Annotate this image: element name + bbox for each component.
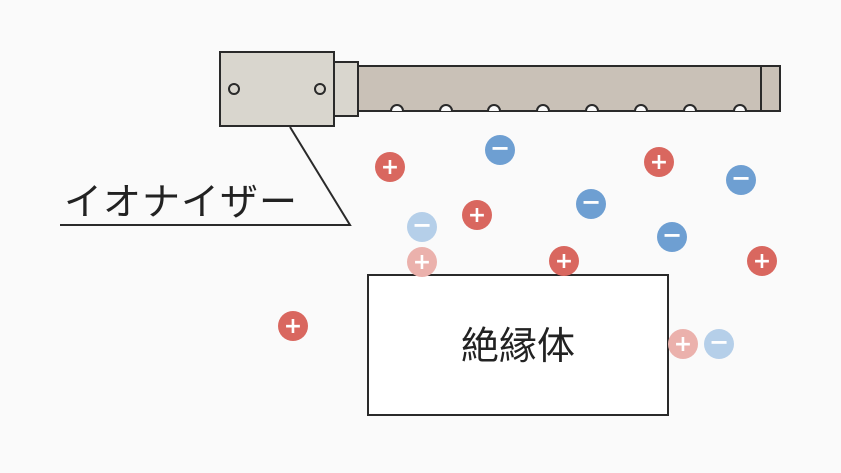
plus-sign-icon: +	[381, 155, 399, 180]
minus-sign-icon: −	[662, 221, 682, 249]
positive-ion-p8: +	[668, 329, 698, 359]
emitter-notches	[390, 104, 747, 112]
positive-ion-p4: +	[549, 246, 579, 276]
negative-ion-n5: −	[407, 211, 437, 242]
minus-sign-icon: −	[731, 164, 751, 192]
plus-sign-icon: +	[555, 249, 573, 274]
label-leader-line	[60, 126, 352, 226]
positive-ion-circle	[407, 247, 437, 277]
positive-ion-p5: +	[747, 246, 777, 276]
ionizer-bar	[356, 65, 762, 112]
positive-ion-circle	[549, 246, 579, 276]
emitter-notch-6	[634, 104, 648, 112]
minus-sign-icon: −	[412, 211, 432, 239]
negative-ion-circle	[704, 329, 734, 359]
positive-ion-p6: +	[278, 311, 308, 341]
plus-sign-icon: +	[413, 250, 431, 275]
positive-ion-circle	[668, 329, 698, 359]
emitter-notch-5	[585, 104, 599, 112]
plus-sign-icon: +	[468, 203, 486, 228]
plus-sign-icon: +	[674, 332, 692, 357]
emitter-notch-7	[683, 104, 697, 112]
mounting-hole-right	[314, 83, 326, 95]
negative-ion-n6: −	[704, 328, 734, 359]
positive-ion-circle	[375, 152, 405, 182]
emitter-notch-1	[390, 104, 404, 112]
negative-ion-circle	[576, 189, 606, 219]
negative-ion-n1: −	[485, 134, 515, 165]
ionizer-end-cap	[760, 65, 781, 112]
positive-ion-p1: +	[375, 152, 405, 182]
insulator-label: 絶縁体	[461, 324, 575, 368]
positive-ion-p3: +	[644, 147, 674, 177]
plus-sign-icon: +	[650, 150, 668, 175]
ionizer-device	[219, 51, 781, 127]
positive-ion-p2: +	[462, 200, 492, 230]
negative-ion-n2: −	[726, 164, 756, 195]
ionizer-label: イオナイザー	[64, 180, 298, 224]
ions-layer: ++++++++−−−−−−	[278, 134, 777, 359]
plus-sign-icon: +	[753, 249, 771, 274]
emitter-notch-2	[439, 104, 453, 112]
ionizer-collar	[333, 61, 359, 117]
negative-ion-circle	[726, 165, 756, 195]
insulator-box	[367, 274, 669, 416]
emitter-notch-3	[487, 104, 501, 112]
minus-sign-icon: −	[490, 134, 510, 162]
negative-ion-n4: −	[657, 221, 687, 252]
positive-ion-circle	[462, 200, 492, 230]
emitter-notch-8	[733, 104, 747, 112]
minus-sign-icon: −	[581, 188, 601, 216]
positive-ion-p7: +	[407, 247, 437, 277]
positive-ion-circle	[278, 311, 308, 341]
plus-sign-icon: +	[284, 314, 302, 339]
negative-ion-circle	[485, 135, 515, 165]
minus-sign-icon: −	[709, 328, 729, 356]
negative-ion-circle	[657, 222, 687, 252]
mounting-hole-left	[228, 83, 240, 95]
positive-ion-circle	[747, 246, 777, 276]
negative-ion-n3: −	[576, 188, 606, 219]
negative-ion-circle	[407, 212, 437, 242]
insulator-object: 絶縁体	[367, 274, 669, 416]
emitter-notch-4	[536, 104, 550, 112]
positive-ion-circle	[644, 147, 674, 177]
